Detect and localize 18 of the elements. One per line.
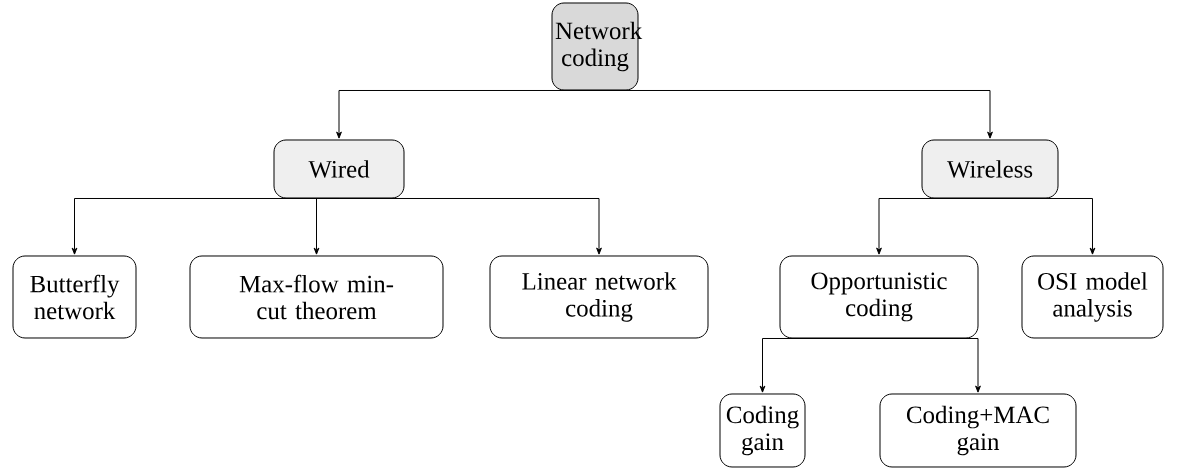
arrow: [876, 198, 991, 255]
arrow: [336, 90, 596, 139]
category-box: Coding gain: [719, 393, 806, 468]
category-box: Wired: [273, 139, 405, 199]
arrow: [313, 198, 340, 255]
category-box: OSI model analysis: [1021, 255, 1164, 339]
category-box: Network coding: [551, 2, 643, 91]
category-box: Opportunistic coding: [779, 255, 979, 339]
arrow: [759, 338, 880, 393]
arrow: [878, 338, 981, 393]
arrow: [989, 198, 1096, 255]
category-box: Wireless: [921, 139, 1059, 199]
category-box: Linear network coding: [489, 255, 709, 339]
category-box: Coding+MAC gain: [879, 393, 1077, 468]
arrow: [338, 198, 602, 255]
category-box: Butterfly network: [12, 255, 137, 339]
category-box: Max-flow min-cut theorem: [189, 255, 444, 339]
arrow: [594, 90, 993, 139]
